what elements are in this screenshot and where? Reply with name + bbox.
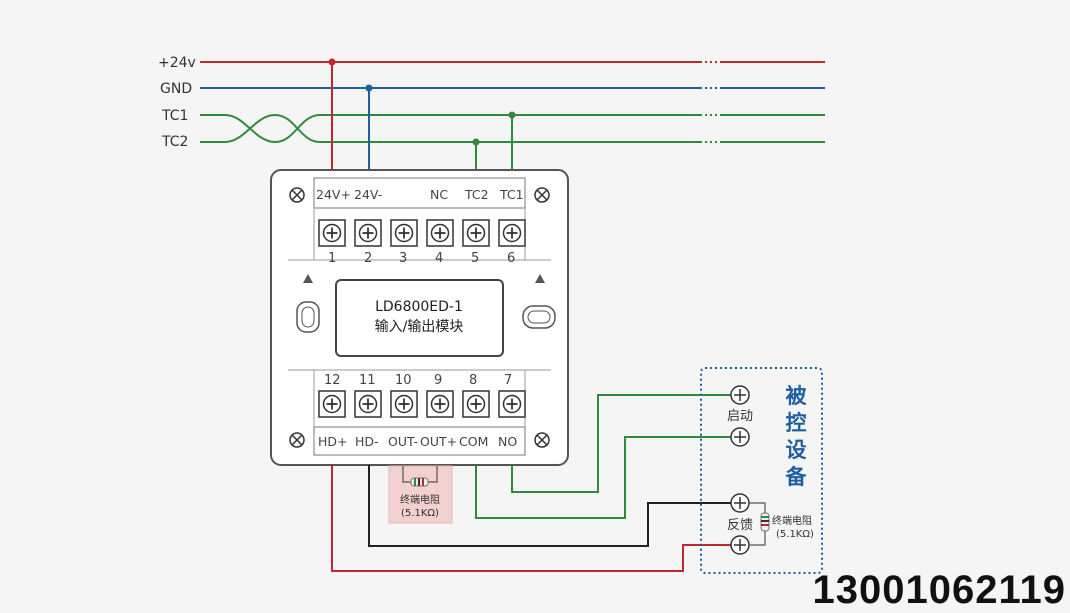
bottom-terminal-label: OUT+ <box>420 434 457 449</box>
top-terminal-label: NC <box>430 187 448 202</box>
screw-terminal-icon <box>318 219 346 247</box>
corner-screw-icon <box>534 187 550 203</box>
bus-lines <box>200 61 825 144</box>
device-terminal-icon <box>730 535 750 555</box>
bottom-terminal-number: 10 <box>395 373 412 388</box>
corner-screw-icon <box>534 432 550 448</box>
resistor-label: 终端电阻 <box>400 493 440 506</box>
top-terminal-row <box>318 219 526 247</box>
top-terminal-number: 4 <box>435 251 443 266</box>
device-title-char: 设 <box>786 438 807 462</box>
top-terminal-number: 3 <box>399 251 407 266</box>
screw-terminal-icon <box>354 390 382 418</box>
screw-terminal-icon <box>318 390 346 418</box>
side-slot <box>301 306 315 328</box>
top-terminal-number: 2 <box>364 251 372 266</box>
screw-terminal-icon <box>462 390 490 418</box>
bus-label-24v: +24v <box>158 55 196 71</box>
device-terminal-icon <box>730 385 750 405</box>
screw-terminal-icon <box>390 390 418 418</box>
top-terminal-label: 24V+ <box>316 187 351 202</box>
screw-terminal-icon <box>462 219 490 247</box>
feedback-label: 反馈 <box>727 518 753 533</box>
controlled-device-box <box>700 367 823 574</box>
screw-terminal-icon <box>498 390 526 418</box>
device-resistor-value: (5.1KΩ) <box>776 529 814 540</box>
module-label-panel <box>335 279 504 357</box>
resistor-value: (5.1KΩ) <box>401 508 439 519</box>
screw-terminal-icon <box>426 390 454 418</box>
top-terminal-label: 24V- <box>354 187 382 202</box>
device-wires <box>331 394 731 572</box>
resistor-icon <box>760 512 770 532</box>
bottom-terminal-label: HD- <box>355 434 379 449</box>
screw-terminal-icon <box>498 219 526 247</box>
top-terminal-number: 1 <box>328 251 336 266</box>
screw-terminal-icon <box>390 219 418 247</box>
bottom-terminal-number: 9 <box>434 373 442 388</box>
bottom-terminal-row <box>318 390 526 418</box>
corner-screw-icon <box>289 432 305 448</box>
triangle-up-icon <box>535 274 545 283</box>
bottom-terminal-number: 7 <box>504 373 512 388</box>
bus-drops <box>328 58 516 172</box>
corner-screw-icon <box>289 187 305 203</box>
bottom-terminal-number: 11 <box>359 373 376 388</box>
bus-label-gnd: GND <box>160 81 192 97</box>
bottom-terminal-number: 12 <box>324 373 341 388</box>
module-model: LD6800ED-1 <box>375 299 463 315</box>
bottom-terminal-number: 8 <box>469 373 477 388</box>
screw-terminal-icon <box>426 219 454 247</box>
top-terminal-number: 5 <box>471 251 479 266</box>
bottom-terminal-label: NO <box>498 434 517 449</box>
bottom-terminal-label: COM <box>459 434 488 449</box>
bus-line-tc1 <box>200 114 700 144</box>
phone-number: 13001062119 <box>812 568 1066 612</box>
device-resistor-label: 终端电阻 <box>772 514 812 527</box>
resistor-lead <box>402 466 438 483</box>
resistor-icon <box>410 477 429 487</box>
device-terminal-icon <box>730 427 750 447</box>
screw-terminal-icon <box>354 219 382 247</box>
top-terminal-label: TC1 <box>499 187 524 202</box>
triangle-up-icon <box>303 274 313 283</box>
bus-line-tc2 <box>200 113 700 143</box>
side-slot <box>527 310 551 324</box>
top-terminal-number: 6 <box>507 251 515 266</box>
top-terminal-label: TC2 <box>464 187 489 202</box>
resistor-box <box>388 465 453 524</box>
device-resistor-lead <box>749 502 766 546</box>
bus-label-tc2: TC2 <box>161 134 188 150</box>
device-title-char: 被 <box>786 384 808 408</box>
device-title-char: 控 <box>786 411 807 435</box>
module-name: 输入/输出模块 <box>375 319 464 335</box>
bottom-terminal-label: HD+ <box>318 434 348 449</box>
start-label: 启动 <box>727 409 753 424</box>
bus-label-tc1: TC1 <box>161 108 188 124</box>
device-title-char: 备 <box>785 465 808 489</box>
bottom-terminal-label: OUT- <box>388 434 418 449</box>
device-terminal-icon <box>730 493 750 513</box>
